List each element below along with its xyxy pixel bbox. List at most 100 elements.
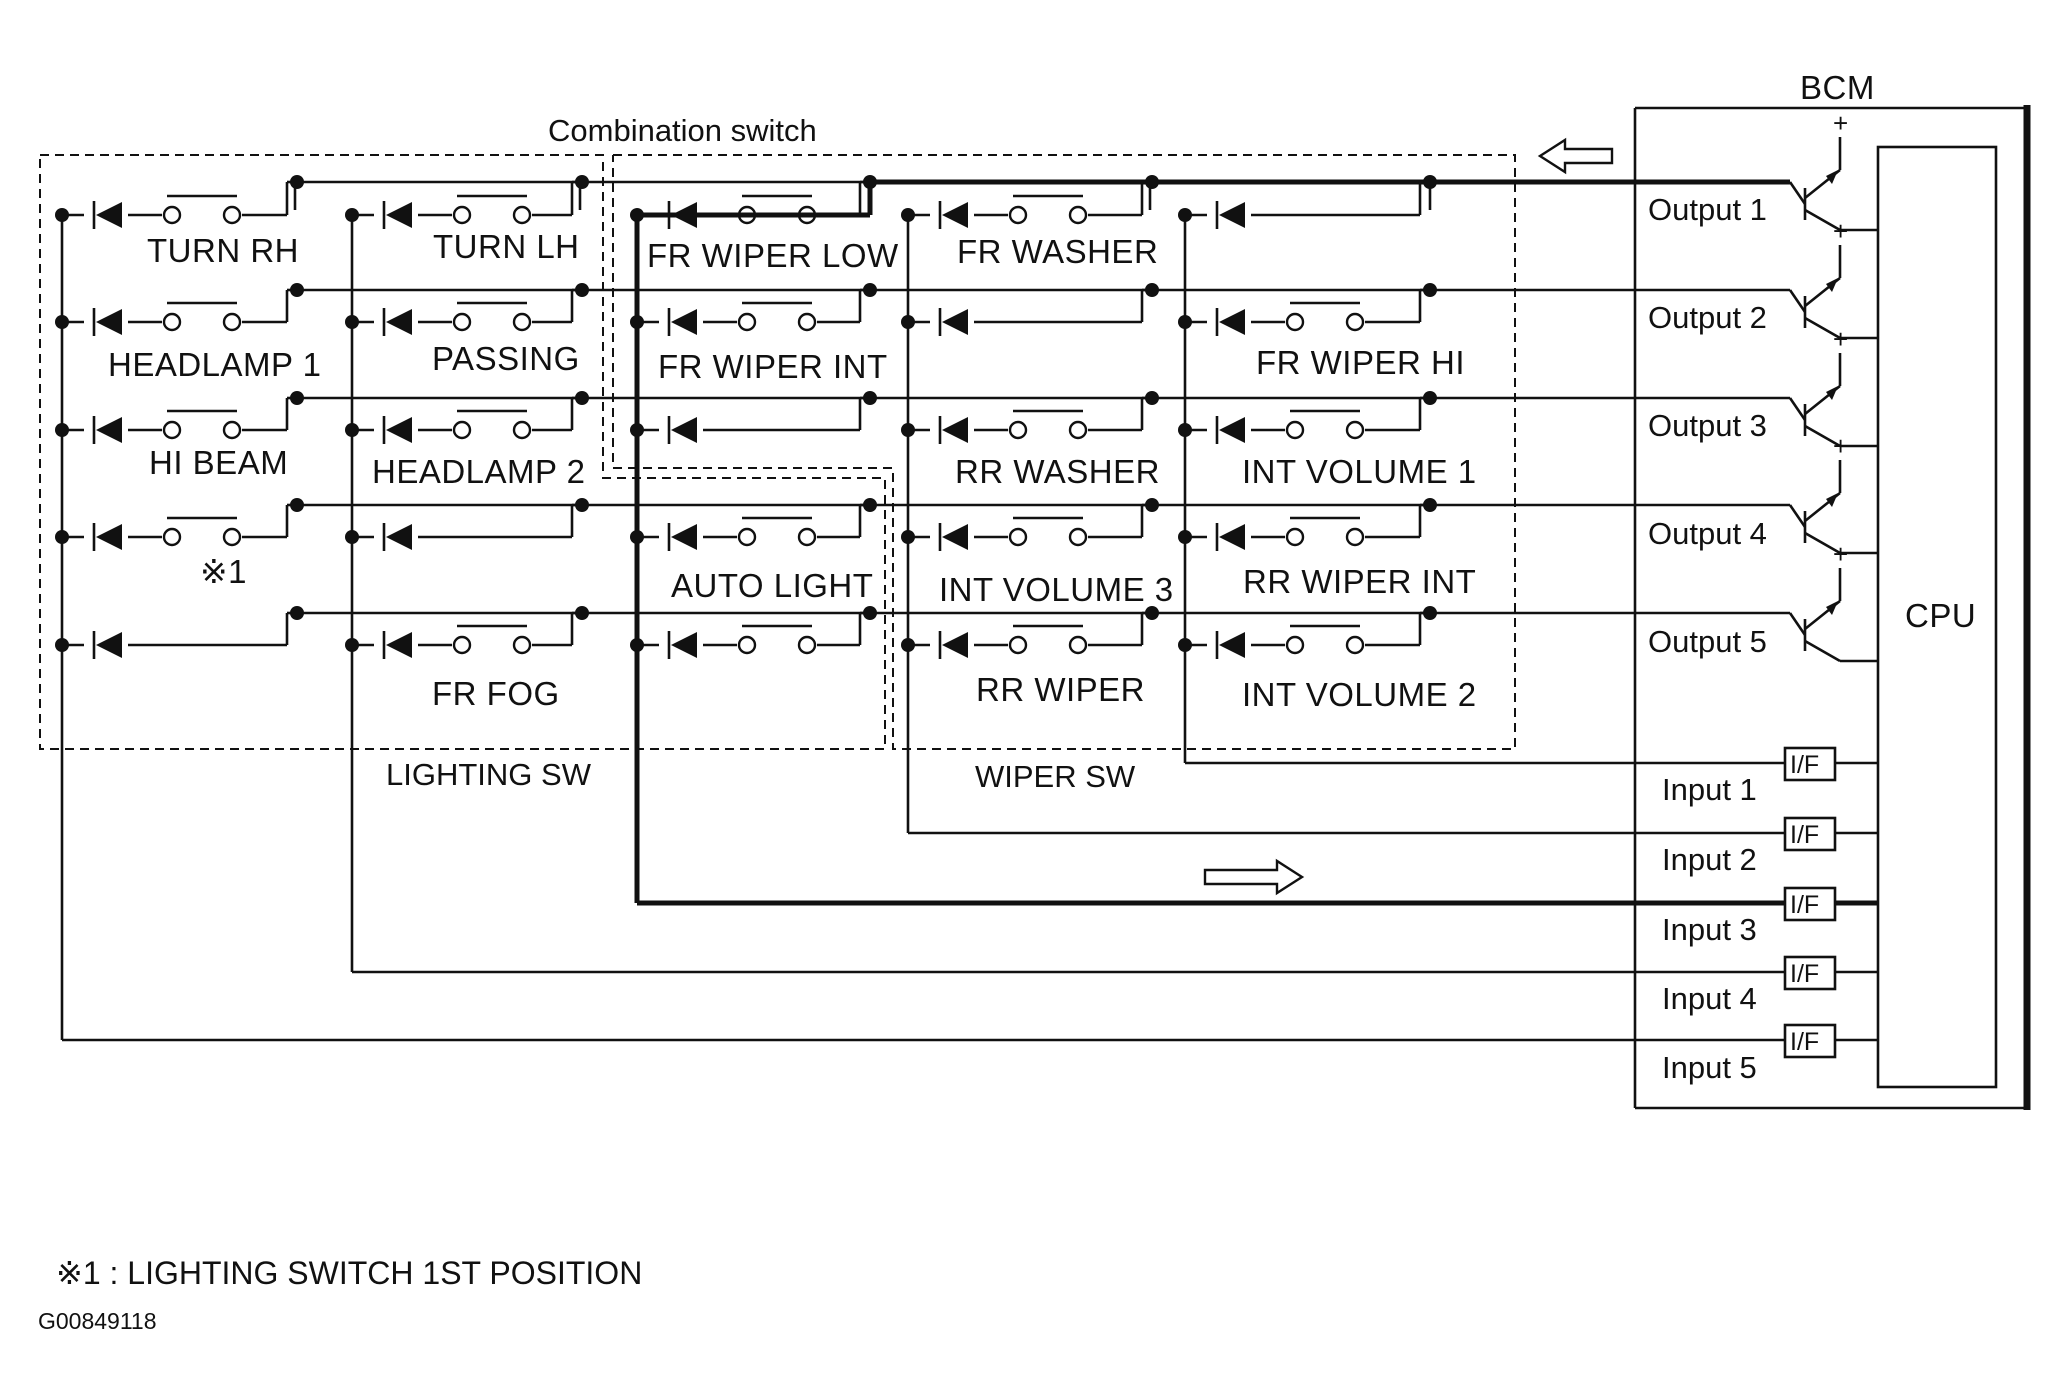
- switch-contact-icon: [737, 527, 757, 547]
- cpu-label: CPU: [1905, 597, 1976, 634]
- diode-icon: [671, 417, 697, 443]
- input-4-label: Input 4: [1662, 981, 1757, 1016]
- junction-dot: [575, 606, 589, 620]
- output-2-label: Output 2: [1648, 300, 1767, 335]
- diode-icon: [386, 202, 412, 228]
- junction-dot: [1178, 530, 1192, 544]
- label-int-volume-3: INT VOLUME 3: [939, 571, 1174, 608]
- diode-icon: [386, 524, 412, 550]
- junction-dot: [575, 283, 589, 297]
- junction-dot: [863, 606, 877, 620]
- label-int-volume-2: INT VOLUME 2: [1242, 676, 1477, 713]
- switch-contact-icon: [1345, 527, 1365, 547]
- switch-contact-icon: [1008, 527, 1028, 547]
- interface-block-3: I/F: [1783, 886, 1878, 922]
- output-transistor-icon: +: [1788, 324, 1878, 448]
- label-fr-washer: FR WASHER: [957, 233, 1158, 270]
- junction-dot: [863, 283, 877, 297]
- switch-cell: [55, 498, 304, 552]
- diode-icon: [96, 524, 122, 550]
- junction-dot: [290, 283, 304, 297]
- output-buses: [293, 179, 1790, 615]
- switch-cell: [901, 498, 1159, 552]
- junction-dot: [630, 530, 644, 544]
- switch-cell: [1178, 175, 1437, 230]
- switch-cell: [55, 606, 304, 660]
- plus-sign: +: [1833, 216, 1848, 246]
- diode-icon: [96, 309, 122, 335]
- label-turn-rh: TURN RH: [147, 232, 299, 269]
- output-transistor-icon: +: [1788, 539, 1878, 663]
- junction-dot: [1423, 498, 1437, 512]
- combination-switch-label: Combination switch: [548, 113, 817, 148]
- junction-dot: [630, 315, 644, 329]
- switch-contact-icon: [162, 205, 182, 225]
- label-passing: PASSING: [432, 340, 580, 377]
- plus-sign: +: [1833, 324, 1848, 354]
- cpu-block: CPU: [1876, 145, 1998, 1089]
- interface-block-2: I/F: [1783, 816, 1878, 852]
- diode-icon: [1219, 309, 1245, 335]
- plus-sign: +: [1833, 108, 1848, 138]
- switch-contact-icon: [222, 312, 242, 332]
- junction-dot: [1423, 283, 1437, 297]
- junction-dot: [901, 423, 915, 437]
- junction-dot: [1145, 175, 1159, 189]
- diode-icon: [386, 632, 412, 658]
- svg-text:I/F: I/F: [1790, 821, 1819, 849]
- switch-contact-icon: [452, 420, 472, 440]
- switch-cell: [1178, 606, 1437, 660]
- combination-switch-enclosure: Combination switch LIGHTING SW WIPER SW: [39, 113, 1516, 794]
- plus-sign: +: [1833, 431, 1848, 461]
- output-5-label: Output 5: [1648, 624, 1767, 659]
- junction-dot: [1423, 175, 1437, 189]
- switch-contact-icon: [1345, 420, 1365, 440]
- output-4-label: Output 4: [1648, 516, 1767, 551]
- junction-dot: [1145, 606, 1159, 620]
- switch-contact-icon: [162, 420, 182, 440]
- junction-dot: [345, 423, 359, 437]
- lighting-sw-label: LIGHTING SW: [386, 757, 592, 792]
- junction-dot: [1178, 423, 1192, 437]
- switch-cell: [1178, 498, 1437, 552]
- diode-icon: [96, 417, 122, 443]
- switch-contact-icon: [512, 635, 532, 655]
- label-fr-wiper-low: FR WIPER LOW: [647, 237, 899, 274]
- switch-contact-icon: [452, 312, 472, 332]
- output-transistor-icon: +: [1788, 431, 1878, 555]
- junction-dot: [575, 391, 589, 405]
- junction-dot: [901, 208, 915, 222]
- svg-text:I/F: I/F: [1790, 960, 1819, 988]
- switch-contact-icon: [512, 205, 532, 225]
- diode-icon: [671, 309, 697, 335]
- switch-cell: [55, 283, 304, 337]
- switch-cell: [345, 283, 589, 337]
- switch-contact-icon: [1068, 635, 1088, 655]
- diode-icon: [942, 524, 968, 550]
- switch-cell: [345, 606, 589, 660]
- switch-contact-icon: [1285, 420, 1305, 440]
- label-rr-wiper: RR WIPER: [976, 671, 1145, 708]
- junction-dot: [55, 530, 69, 544]
- input-rails: [60, 210, 1785, 1042]
- switch-contact-icon: [1285, 635, 1305, 655]
- switch-contact-icon: [1068, 527, 1088, 547]
- wiper-sw-label: WIPER SW: [975, 759, 1136, 794]
- figure-code: G00849118: [38, 1308, 157, 1334]
- svg-text:I/F: I/F: [1790, 1028, 1819, 1056]
- junction-dot: [630, 423, 644, 437]
- junction-dot: [290, 498, 304, 512]
- junction-dot: [1178, 208, 1192, 222]
- junction-dot: [290, 175, 304, 189]
- junction-dot: [1178, 315, 1192, 329]
- switch-cell: [901, 283, 1159, 337]
- diode-icon: [386, 417, 412, 443]
- bcm-label: BCM: [1800, 69, 1875, 106]
- switch-contact-icon: [1285, 527, 1305, 547]
- switch-cell: [55, 175, 304, 230]
- switch-contact-icon: [162, 312, 182, 332]
- switch-cell: [345, 498, 589, 552]
- input-2-label: Input 2: [1662, 842, 1757, 877]
- label-headlamp-2: HEADLAMP 2: [372, 453, 585, 490]
- diode-icon: [1219, 202, 1245, 228]
